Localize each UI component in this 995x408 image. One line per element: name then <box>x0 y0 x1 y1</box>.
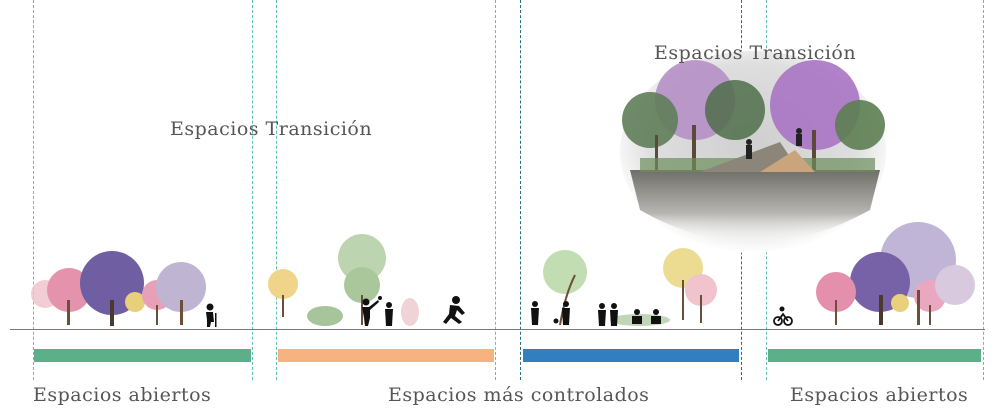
tree-icon <box>705 80 765 140</box>
ground-line <box>10 329 985 330</box>
transition-space-bubble <box>620 51 886 253</box>
person-running-icon <box>443 296 465 324</box>
zone-divider <box>33 0 34 380</box>
transition-label-bubble: Espacios Transición <box>654 42 857 64</box>
open-space-label-right: Espacios abiertos <box>790 384 969 406</box>
transition-zone-scene <box>268 234 465 326</box>
open-space-left-trees <box>31 251 217 327</box>
family-icon <box>362 296 393 326</box>
transition-band <box>278 349 494 362</box>
tree-icon <box>835 100 885 150</box>
controlled-space-label: Espacios más controlados <box>388 384 650 406</box>
tree-icon <box>622 92 678 148</box>
zone-divider <box>252 0 253 380</box>
open-space-right-trees <box>773 222 975 326</box>
open-space-band-right <box>768 349 981 362</box>
people-group-icon <box>531 301 661 326</box>
controlled-zone-scene <box>531 248 717 326</box>
person-walking-icon <box>206 303 217 327</box>
controlled-band <box>523 349 739 362</box>
transition-label-center: Espacios Transición <box>170 118 373 140</box>
zone-divider <box>495 0 496 380</box>
zone-divider <box>276 0 277 380</box>
open-space-label-left: Espacios abiertos <box>33 384 212 406</box>
cyclist-icon <box>773 312 793 326</box>
zone-divider <box>983 0 984 380</box>
open-space-band-left <box>34 349 251 362</box>
zone-divider <box>520 0 521 380</box>
